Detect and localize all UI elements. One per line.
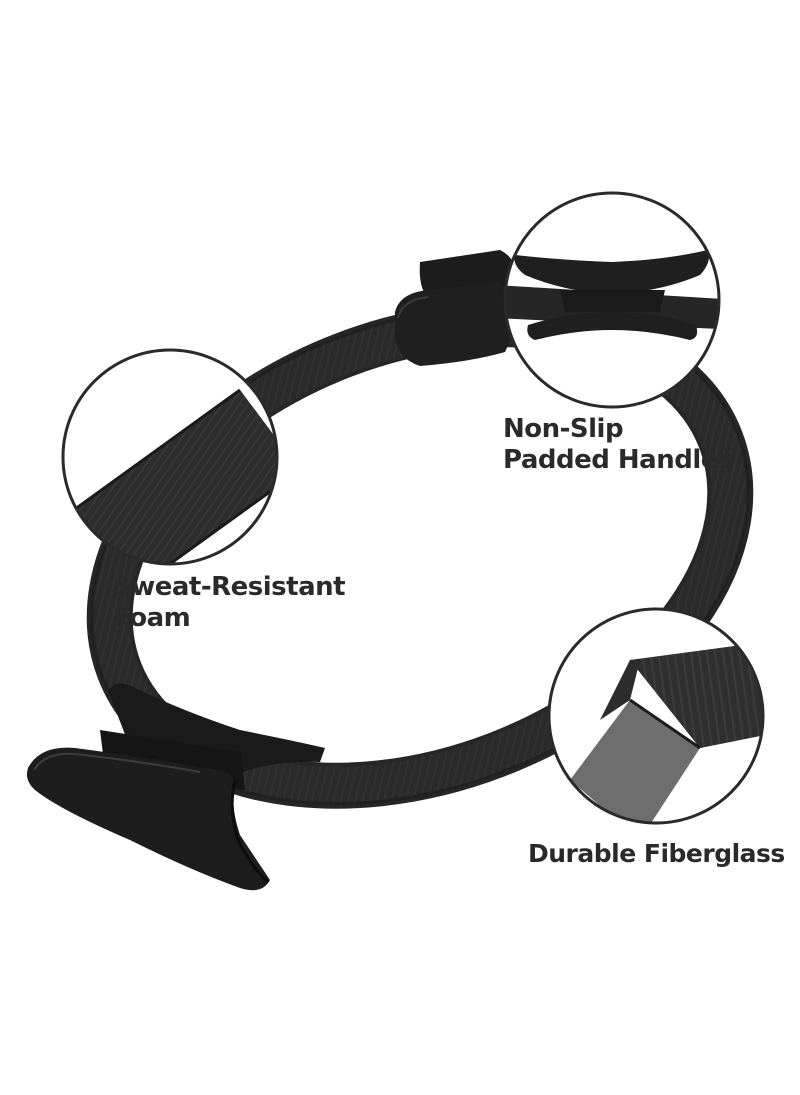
callout-handle-zoom	[503, 191, 721, 409]
pilates-ring	[86, 301, 754, 809]
callout-label-foam-line2: Foam	[113, 603, 191, 633]
callout-label-foam-line1: Sweat-Resistant	[113, 572, 346, 602]
callout-fiberglass-zoom	[547, 607, 765, 825]
callout-label-handles-line1: Non-Slip	[503, 414, 624, 444]
callout-label-fiberglass-line1: Durable Fiberglass	[528, 839, 785, 868]
callout-foam-zoom	[61, 348, 279, 566]
top-handle	[395, 250, 516, 366]
bottom-handle	[26, 683, 325, 891]
callout-label-fiberglass: Durable Fiberglass	[528, 838, 785, 869]
callout-label-handles: Non-Slip Padded Handles	[503, 414, 733, 476]
callout-label-foam: Sweat-Resistant Foam	[113, 572, 346, 634]
callout-label-handles-line2: Padded Handles	[503, 445, 733, 475]
